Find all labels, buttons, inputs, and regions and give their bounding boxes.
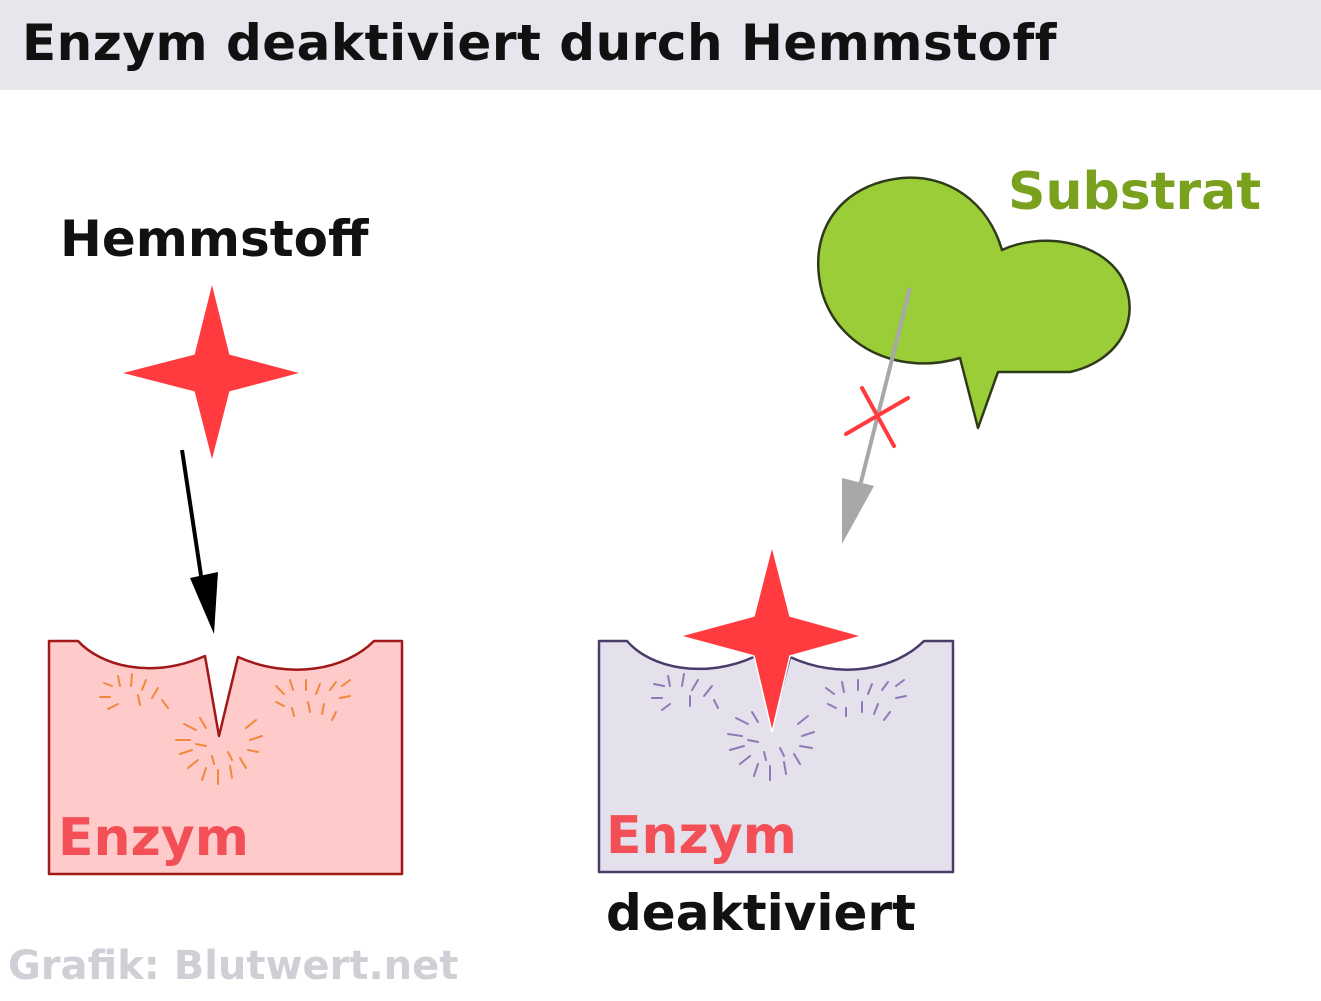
enzym-label-left: Enzym (58, 808, 249, 868)
title-bar: Enzym deaktiviert durch Hemmstoff (0, 0, 1321, 90)
enzym-label-right: Enzym (606, 806, 797, 866)
page-title: Enzym deaktiviert durch Hemmstoff (22, 14, 1057, 72)
blocked-cross-icon (844, 386, 910, 448)
hemmstoff-label: Hemmstoff (60, 210, 369, 268)
blocked-arrow (842, 287, 912, 544)
substrat-label: Substrat (1008, 162, 1262, 222)
inhibitor-star-left (119, 281, 305, 463)
image-credit: Grafik: Blutwert.net (8, 943, 459, 989)
binding-arrow (180, 449, 218, 634)
inhibitor-star-bound (677, 545, 865, 733)
substrate-shape (816, 176, 1131, 430)
activity-marks-left (99, 673, 351, 785)
activity-marks-right (651, 673, 907, 781)
deaktiviert-label: deaktiviert (606, 884, 916, 942)
enzyme-active-left (47, 639, 404, 876)
